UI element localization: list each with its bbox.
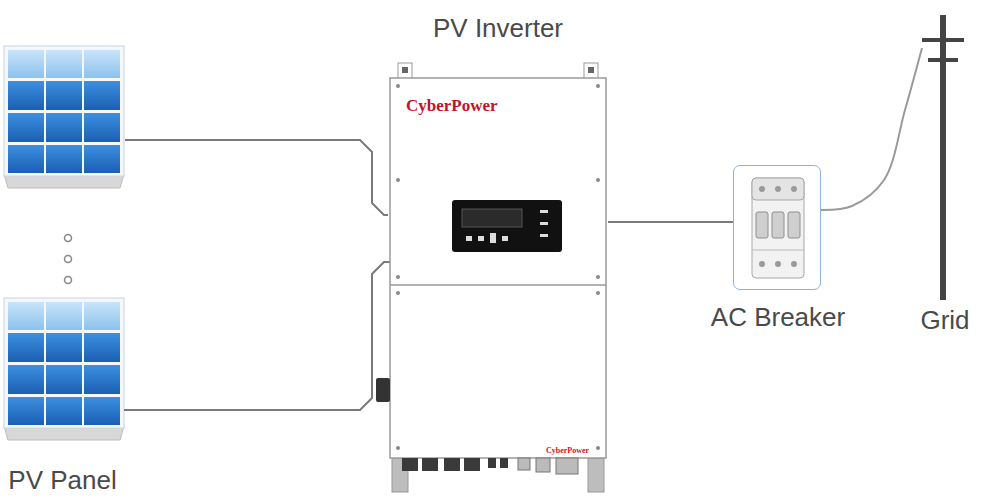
inverter-body-part (390, 78, 606, 458)
inverter-label: PV Inverter (433, 14, 563, 44)
ellipsis-dots-part (65, 277, 72, 284)
inverter-body-part (402, 458, 508, 471)
dc-wire-part (124, 262, 390, 410)
inverter-body-part (596, 446, 600, 450)
inverter-body-part (402, 458, 418, 471)
wire (821, 48, 922, 210)
inverter-body-part (518, 458, 530, 470)
ellipsis-dots-part (65, 235, 72, 242)
grid-pole: Grid (922, 12, 968, 342)
breaker-symbol-part (756, 212, 800, 238)
inverter-body-part (556, 458, 578, 474)
inverter-body-part (596, 291, 600, 295)
pv-panel-top-part (4, 46, 124, 188)
inverter-body-part (518, 458, 578, 474)
pv-panel-bottom (4, 298, 124, 440)
inverter-body-part (396, 291, 400, 295)
inverter-body-part (540, 222, 548, 225)
pv-panel-bottom-part (4, 298, 124, 440)
breaker-symbol-part (752, 250, 804, 251)
inverter-body-part (596, 275, 600, 279)
breaker-symbol-part (775, 186, 781, 192)
inverter-body (376, 63, 606, 492)
breaker-symbol-part (788, 212, 800, 238)
inverter-body-part (478, 236, 484, 241)
ellipsis-dots (65, 235, 72, 284)
brand-logo: CyberPower (406, 96, 498, 116)
inverter-unit: PV InverterCyberPowerCyberPower (388, 10, 608, 494)
utility-pole-part (922, 38, 964, 42)
utility-pole-part (940, 15, 946, 300)
inverter-body-part (588, 458, 604, 492)
inverter-body-part (540, 234, 548, 237)
inverter-body-part (596, 84, 600, 88)
breaker-symbol-part (791, 261, 797, 267)
inverter-body-part (488, 458, 496, 468)
wire (608, 221, 733, 223)
dc-wire (124, 262, 390, 410)
breaker-symbol (752, 178, 804, 278)
wire (125, 140, 388, 215)
inverter-body-part (596, 178, 600, 182)
inverter-body-part (466, 210, 548, 243)
inverter-body-part (396, 84, 400, 88)
inverter-body-part (464, 458, 480, 471)
breaker-symbol-part (756, 212, 768, 238)
inverter-body-part (540, 210, 548, 213)
inverter-body-part (490, 233, 496, 243)
panel-group: PV Panel (0, 40, 125, 496)
utility-pole-part (928, 58, 958, 62)
ellipsis-dots-part (65, 256, 72, 263)
breaker-symbol-part (759, 186, 797, 267)
inverter-body-part (500, 458, 508, 468)
inverter-body-part (396, 84, 600, 450)
inverter-body-part (444, 458, 460, 471)
inverter-body-part (422, 458, 438, 471)
inverter-body-part (376, 378, 390, 402)
inverter-body-part (462, 209, 522, 227)
grid-label: Grid (920, 306, 969, 336)
inverter-body-part (396, 446, 400, 450)
inverter-body-part (536, 458, 550, 472)
breaker-symbol-part (752, 178, 804, 278)
breaker-symbol-part (759, 186, 765, 192)
breaker-symbol-part (752, 178, 804, 200)
breaker-symbol-part (791, 186, 797, 192)
inverter-body-part (452, 200, 562, 252)
inverter-body-part (390, 284, 606, 286)
pv-panel-top (4, 46, 124, 188)
inverter-body-part (466, 236, 472, 241)
breaker-symbol-part (772, 212, 784, 238)
inverter-body-part (402, 67, 408, 73)
inverter-body-part (396, 275, 400, 279)
inverter-body-part (588, 67, 594, 73)
breaker-label: AC Breaker (711, 303, 845, 333)
panel-label: PV Panel (8, 466, 116, 496)
brand-logo: CyberPower (546, 446, 589, 455)
breaker-box: AC Breaker (733, 165, 821, 290)
utility-pole (922, 15, 964, 300)
breaker-symbol-part (775, 261, 781, 267)
breaker-symbol-part (759, 261, 765, 267)
inverter-body-part (396, 178, 400, 182)
inverter-body-part (502, 236, 508, 241)
